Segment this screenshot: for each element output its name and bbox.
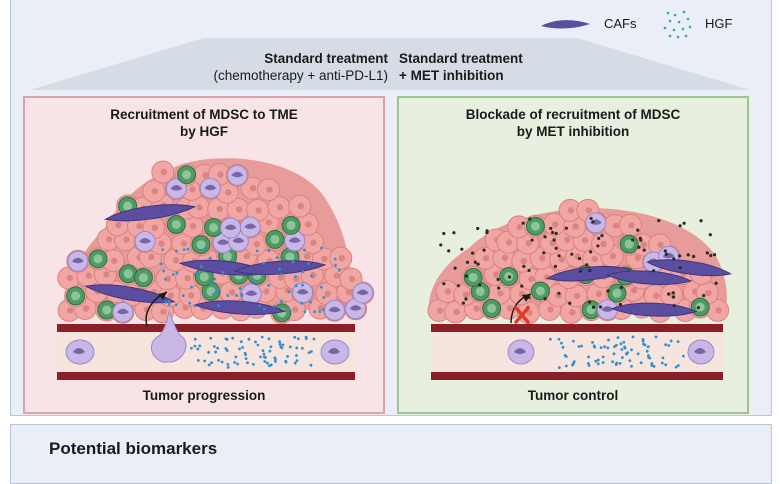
cafs-legend-label: CAFs (604, 16, 637, 31)
caf-cell (646, 259, 732, 277)
caf-cell (103, 204, 197, 222)
right-panel-title-line2: by MET inhibition (516, 124, 630, 139)
left-vessel-wall-top (57, 324, 355, 332)
left-branch-title: Standard treatment (264, 51, 388, 66)
right-branch-subtitle: + MET inhibition (399, 68, 504, 83)
caf-cell (605, 270, 693, 285)
caf-cell (84, 284, 176, 304)
biomarkers-panel: Potential biomarkers (10, 424, 772, 484)
left-vessel-wall-bottom (57, 372, 355, 380)
right-panel-blockade: Blockade of recruitment of MDSC by MET i… (397, 96, 749, 414)
right-tumor-cells (427, 198, 732, 325)
left-branch-subtitle: (chemotherapy + anti-PD-L1) (213, 68, 388, 83)
left-panel-recruitment: Recruitment of MDSC to TME by HGF Tumor … (23, 96, 385, 414)
left-tumor-cells (57, 160, 375, 325)
caf-cell (193, 300, 287, 315)
right-panel-title: Blockade of recruitment of MDSC by MET i… (399, 106, 747, 140)
left-panel-caption: Tumor progression (142, 388, 266, 403)
right-panel-title-line1: Blockade of recruitment of MDSC (465, 107, 681, 122)
left-panel-illustration (57, 158, 375, 380)
right-vessel-lumen (431, 332, 723, 372)
right-vessel-hgf (548, 335, 685, 369)
right-vessel-wall-top (431, 324, 723, 332)
left-panel-title: Recruitment of MDSC to TME by HGF (25, 106, 383, 140)
right-panel-caption: Tumor control (527, 388, 619, 403)
caf-legend-icon (541, 20, 590, 29)
legend-graphics (541, 10, 692, 39)
left-panel-title-line1: Recruitment of MDSC to TME (110, 107, 298, 122)
left-panel-title-line2: by HGF (179, 124, 228, 139)
block-x-icon (514, 306, 530, 324)
left-branch-label: Standard treatment (chemotherapy + anti-… (168, 50, 388, 84)
hgf-legend-icon (663, 10, 692, 39)
biomarkers-title: Potential biomarkers (49, 439, 218, 458)
right-branch-title: Standard treatment (399, 51, 523, 66)
caf-cell (545, 265, 633, 282)
left-extravasating-mdsc (151, 310, 187, 363)
right-panel-illustration (427, 198, 732, 380)
right-vessel-wall-bottom (431, 372, 723, 380)
right-branch-label: Standard treatment + MET inhibition (399, 50, 619, 84)
hgf-legend-label: HGF (705, 16, 733, 31)
left-vessel-hgf (190, 335, 316, 369)
